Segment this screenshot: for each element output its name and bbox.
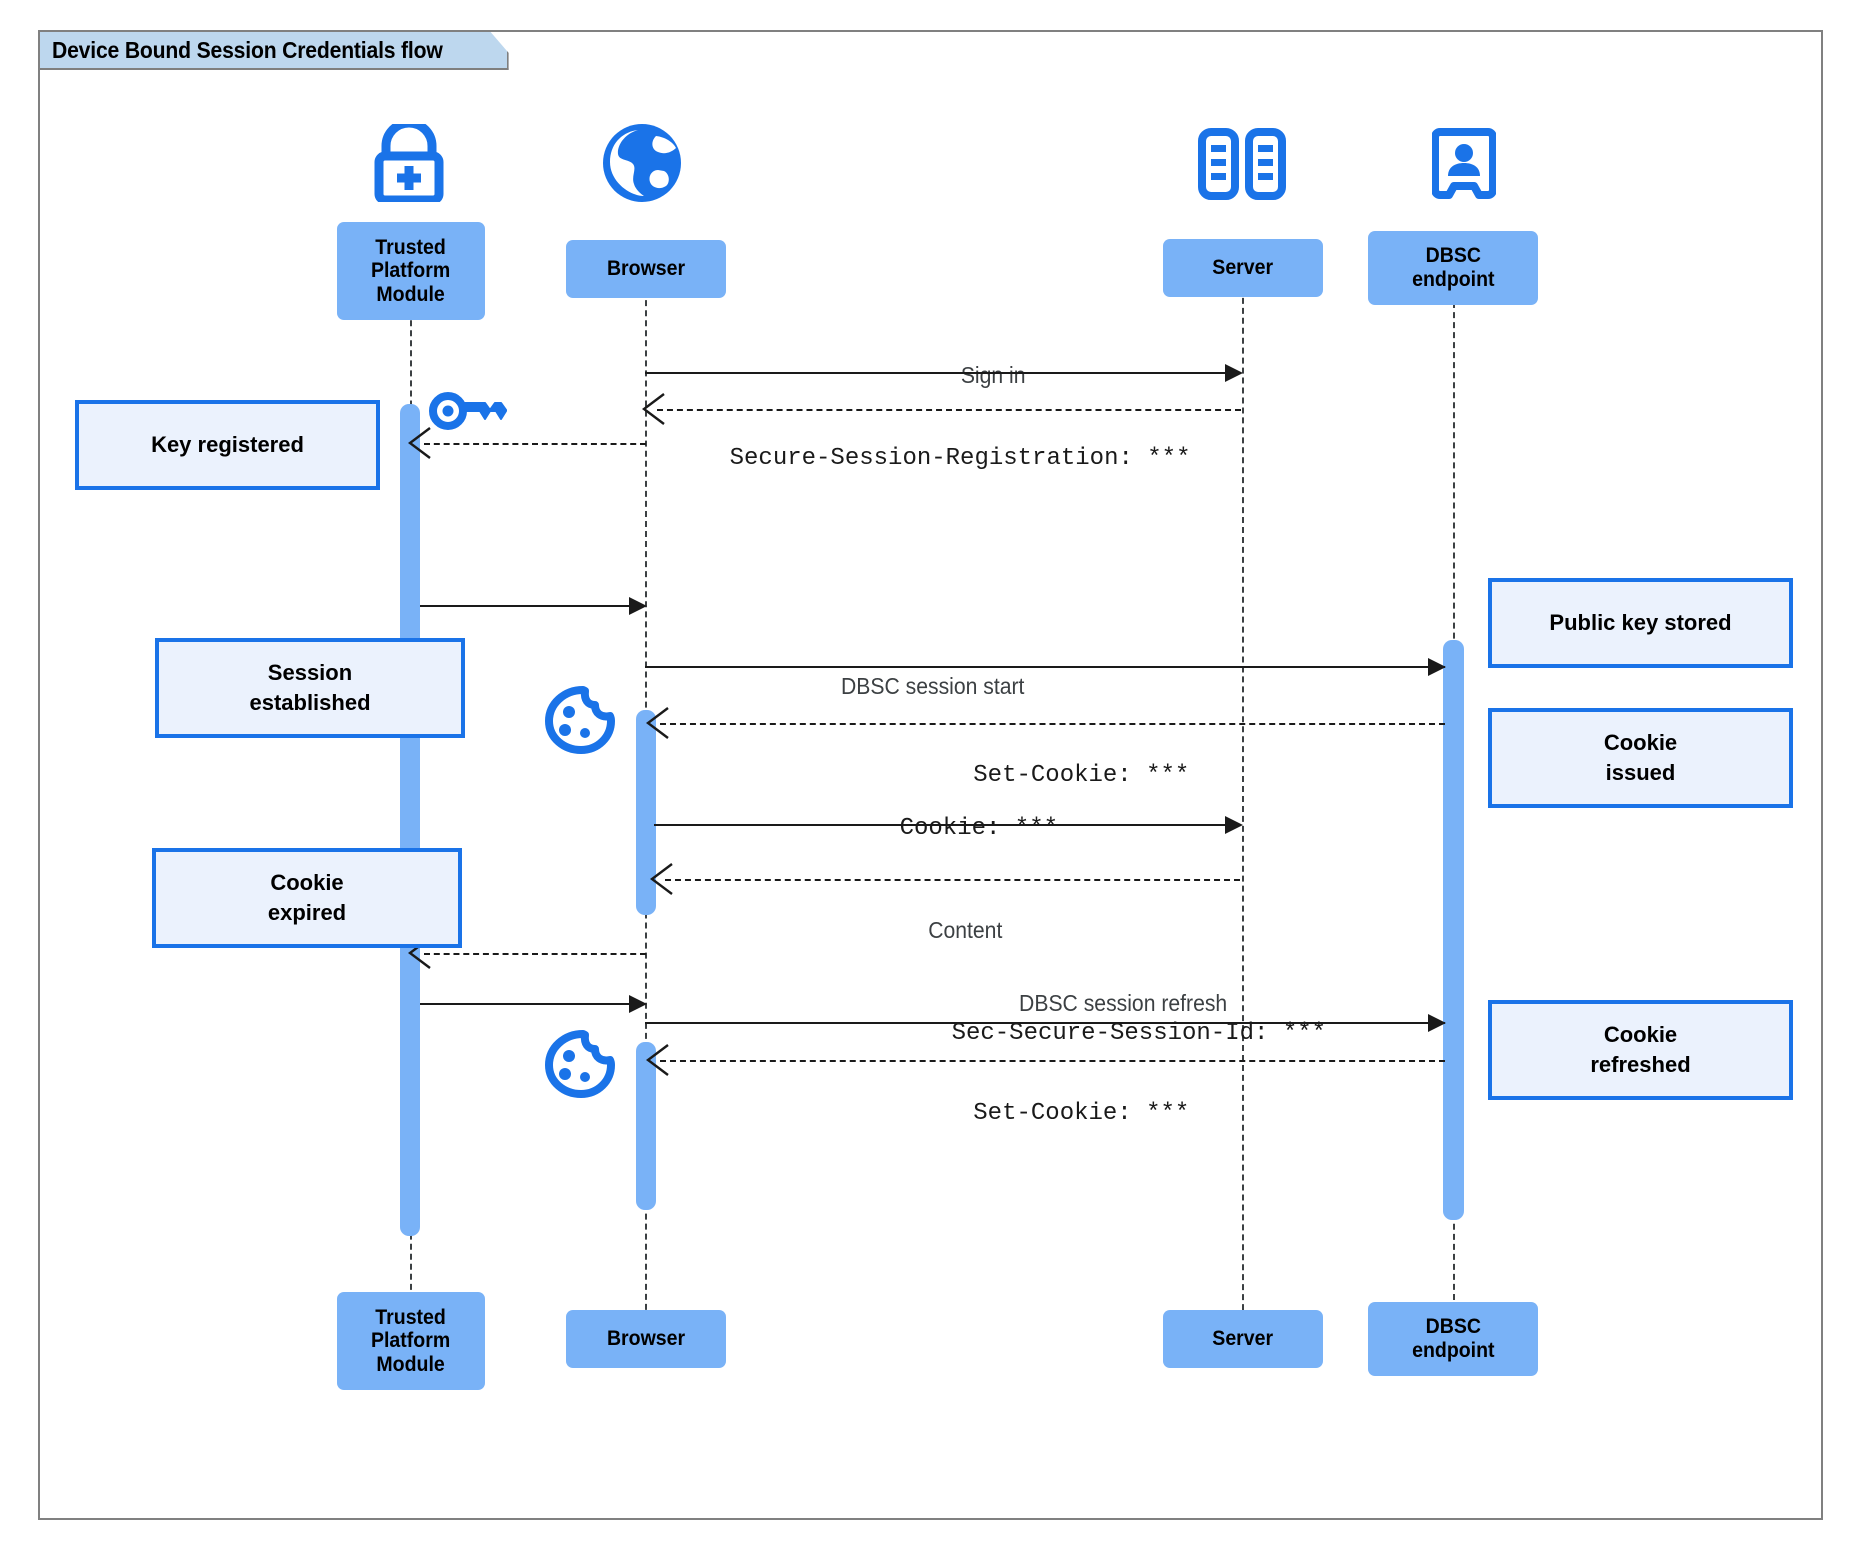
message-line-registration-to-tpm [424, 443, 646, 445]
message-line-browser-to-tpm [424, 953, 646, 955]
key-icon [428, 388, 508, 434]
message-line-secure-session-registration [657, 409, 1241, 411]
message-line-set-cookie-2 [660, 1060, 1445, 1062]
message-label-set-cookie-1: Set-Cookie: *** [973, 762, 1190, 789]
note-label: Key registered [151, 432, 304, 458]
lock-plus-icon [358, 124, 460, 202]
id-badge-icon [1432, 128, 1496, 204]
message-line-dbsc-session-start [645, 666, 1445, 668]
note-public-key-stored: Public key stored [1488, 578, 1793, 668]
participant-server-bottom[interactable]: Server [1163, 1310, 1323, 1368]
message-line-tpm-to-browser-refresh [420, 1003, 638, 1005]
lifeline-server [1242, 258, 1244, 1330]
note-key-registered: Key registered [75, 400, 380, 490]
message-label-dbsc-session-start: DBSC session start [841, 673, 1025, 699]
arrow-head-right [1428, 1014, 1446, 1032]
cookie-icon [543, 1030, 615, 1098]
activation-bar-browser-1 [636, 710, 656, 915]
message-line-cookie [654, 824, 1234, 826]
message-line-tpm-to-browser [420, 605, 638, 607]
activation-bar-tpm [400, 404, 420, 1236]
message-line-set-cookie-1 [660, 723, 1445, 725]
arrow-head-right [1225, 364, 1243, 382]
diagram-title-tab: Device Bound Session Credentials flow [40, 32, 509, 70]
message-label-content: Content [928, 917, 1003, 943]
message-line-sec-secure-session-id [645, 1022, 1445, 1024]
message-label-sec-secure-session-id: Sec-Secure-Session-Id: *** [951, 1020, 1327, 1047]
arrow-head-right [1225, 816, 1243, 834]
message-label-sign-in: Sign in [960, 362, 1026, 388]
message-label-cookie: Cookie: *** [899, 815, 1059, 842]
diagram-title: Device Bound Session Credentials flow [52, 36, 443, 63]
message-label-secure-session-registration: Secure-Session-Registration: *** [729, 445, 1191, 472]
participant-label: Browser [606, 1327, 686, 1351]
participant-server-top[interactable]: Server [1163, 239, 1323, 297]
arrow-head-right [629, 597, 647, 615]
activation-bar-browser-2 [636, 1042, 656, 1210]
message-label-dbsc-session-refresh: DBSC session refresh [1018, 990, 1227, 1016]
participant-label: Browser [606, 257, 686, 281]
note-label: Public key stored [1549, 610, 1732, 636]
globe-icon [600, 122, 684, 204]
message-label-set-cookie-2: Set-Cookie: *** [973, 1100, 1190, 1127]
participant-browser-bottom[interactable]: Browser [566, 1310, 726, 1368]
arrow-head-right [629, 995, 647, 1013]
cookie-icon [543, 686, 615, 754]
server-rack-icon [1198, 128, 1286, 200]
arrow-head-right [1428, 658, 1446, 676]
activation-bar-dbsc [1443, 640, 1464, 1220]
participant-label: Server [1212, 1327, 1274, 1351]
message-line-sign-in [645, 372, 1233, 374]
participant-browser-top[interactable]: Browser [566, 240, 726, 298]
participant-label: Server [1212, 256, 1274, 280]
message-line-content [665, 879, 1240, 881]
